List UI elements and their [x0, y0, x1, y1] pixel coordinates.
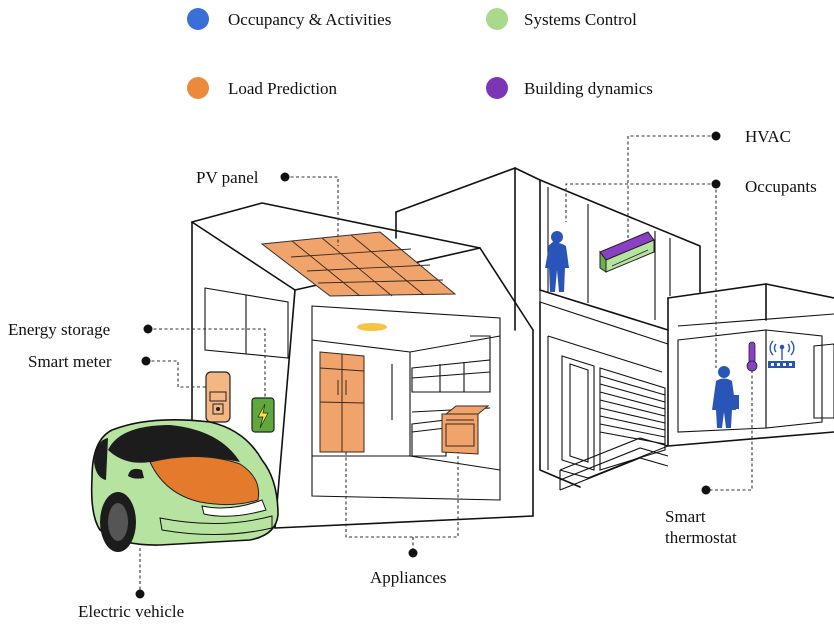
- legend: Occupancy & Activities Systems Control L…: [187, 8, 653, 99]
- battery-bolt-icon: [257, 403, 269, 429]
- smart-thermostat-label-line1: Smart: [665, 507, 706, 526]
- legend-item-systems: Systems Control: [486, 8, 637, 30]
- legend-item-dynamics: Building dynamics: [486, 77, 653, 99]
- smart-meter-label: Smart meter: [28, 352, 112, 371]
- legend-label-dynamics: Building dynamics: [524, 79, 653, 98]
- energy-storage: [251, 397, 275, 433]
- energy-storage-dot: [143, 324, 153, 334]
- ceiling-light: [357, 323, 387, 331]
- hvac-dot: [711, 131, 721, 141]
- callout-leaders: [135, 131, 753, 599]
- legend-swatch-systems: [486, 8, 508, 30]
- occupant-right: [712, 366, 739, 428]
- appliances-label: Appliances: [370, 568, 446, 587]
- appliances-dot: [408, 548, 418, 558]
- oven: [441, 405, 490, 455]
- smart-thermostat-label-line2: thermostat: [665, 528, 737, 547]
- electric-vehicle-label: Electric vehicle: [78, 602, 184, 621]
- hvac-unit: [599, 231, 655, 273]
- hvac-label: HVAC: [745, 127, 791, 146]
- occupants-label: Occupants: [745, 177, 817, 196]
- legend-swatch-load: [187, 77, 209, 99]
- occupants-dot: [711, 179, 721, 189]
- legend-item-load: Load Prediction: [187, 77, 338, 99]
- smart-thermostat-dot: [701, 485, 711, 495]
- smart-thermostat: [746, 340, 795, 372]
- legend-swatch-occupancy: [187, 8, 209, 30]
- legend-swatch-dynamics: [486, 77, 508, 99]
- pv-panel: [260, 231, 457, 297]
- occupant-upstairs: [545, 231, 569, 292]
- legend-item-occupancy: Occupancy & Activities: [187, 8, 391, 30]
- pv-panel-dot: [280, 172, 290, 182]
- smart-meter: [205, 371, 231, 423]
- thermometer-icon: [746, 341, 758, 372]
- fridge: [319, 351, 365, 453]
- legend-label-occupancy: Occupancy & Activities: [228, 10, 391, 29]
- wifi-signal-icon: [769, 340, 795, 360]
- electric-vehicle-dot: [135, 589, 145, 599]
- electric-vehicle: [90, 419, 279, 552]
- legend-label-load: Load Prediction: [228, 79, 338, 98]
- energy-storage-label: Energy storage: [8, 320, 110, 339]
- callout-labels: PV panel HVAC Occupants Energy storage S…: [8, 127, 817, 621]
- right-wing: [667, 283, 834, 447]
- pv-panel-label: PV panel: [196, 168, 259, 187]
- smart-meter-dot: [141, 356, 151, 366]
- legend-label-systems: Systems Control: [524, 10, 637, 29]
